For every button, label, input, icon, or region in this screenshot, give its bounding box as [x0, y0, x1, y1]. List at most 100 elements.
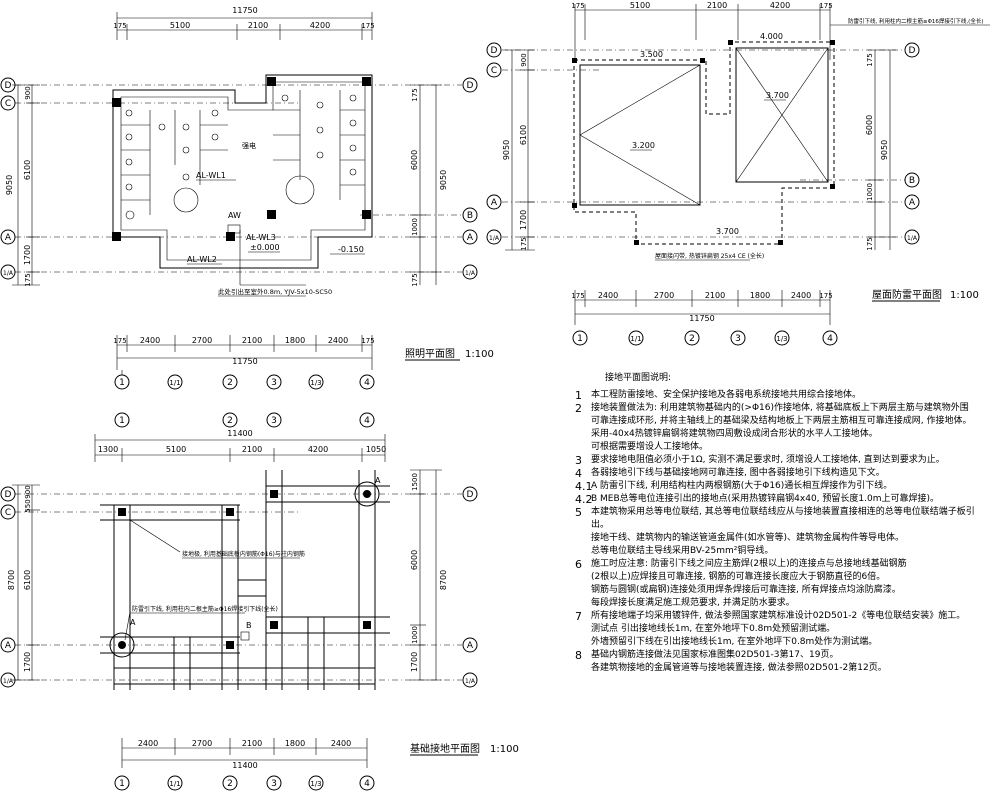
note-text: 钢筋与圆钢(或扁钢)连接处须用焊条焊接后可靠连接, 所有焊接点均涂防腐漆。 — [591, 585, 901, 595]
note-number: 7 — [575, 610, 582, 623]
roof-bottom-dim: 2400 — [598, 291, 618, 300]
note-text: 要求接地电阻值必须小于1Ω, 实测不满足要求时, 须增设人工接地体, 直到达到要… — [591, 455, 945, 465]
axis-label-c: C — [491, 66, 497, 76]
roof-note-top: 防雷引下线, 利用柱内二根主筋≥Φ16焊接引下线,(全长) — [848, 17, 983, 25]
note-row: 可靠连接成环形, 并将主轴线上的基础梁及结构地板上下两层主筋相互可靠连接成网, … — [575, 415, 990, 428]
axis-label-1: 1 — [119, 779, 125, 789]
note-number: 8 — [575, 649, 582, 662]
roof-left-dim: 6100 — [519, 125, 528, 145]
lighting-bottom-dim: 175 — [361, 337, 374, 345]
grounding-bottom-dim: 2100 — [242, 739, 262, 748]
axis-label-d: D — [467, 490, 474, 500]
note-text: 各弱接地引下线与基础接地网可靠连接, 图中各弱接地引下线构造见下文。 — [591, 468, 885, 478]
grounding-note: 接地极, 利用基础底板内钢筋(Φ16)与柱内钢筋 — [182, 550, 305, 558]
roof-total-width: 11750 — [689, 314, 714, 323]
note-number — [575, 441, 591, 454]
note-number — [575, 428, 591, 441]
grounding-right-dim: 1500 — [411, 473, 419, 491]
axis-label-d: D — [5, 490, 12, 500]
axis-label-d: D — [491, 46, 498, 56]
roof-elevation: 4.000 — [760, 32, 783, 41]
panel-label: AL-WL3 — [246, 233, 276, 242]
roof-bottom-dim: 175 — [571, 292, 584, 300]
lighting-right-dim: 6000 — [410, 150, 419, 170]
grounding-bottom-dim: 2700 — [192, 739, 212, 748]
note-row: 钢筋与圆钢(或扁钢)连接处须用焊条焊接后可靠连接, 所有焊接点均涂防腐漆。 — [575, 584, 990, 597]
note-number — [575, 545, 591, 558]
axis-label-1: 1 — [119, 416, 125, 426]
grounding-total-width: 11400 — [232, 761, 257, 770]
lighting-top-dim: 2100 — [248, 21, 268, 30]
lighting-plan: 11750 175 5100 2100 4200 175 9050 900 61… — [0, 6, 494, 390]
note-text: 基础内钢筋连接做法见国家标准图集02D501-3第17、19页。 — [591, 650, 839, 660]
grounding-bottom-dim: 2400 — [138, 739, 158, 748]
lighting-left-dim: 6100 — [23, 160, 32, 180]
note-number — [575, 597, 591, 610]
note-number — [575, 584, 591, 597]
axis-label-4: 4 — [364, 378, 370, 388]
roof-elevation: 3.200 — [632, 141, 655, 150]
note-row: 6 施工时应注意: 防雷引下线之间应主筋焊(2根以上)的连接点与总接地线基础钢筋 — [575, 558, 990, 571]
roof-elevation: 3.700 — [716, 227, 739, 236]
lighting-plan-scale: 1:100 — [465, 349, 494, 360]
note-text: 施工时应注意: 防雷引下线之间应主筋焊(2根以上)的连接点与总接地线基础钢筋 — [591, 559, 907, 569]
lighting-top-dim: 175 — [361, 22, 374, 30]
grounding-top-dim: 1300 — [98, 445, 118, 454]
lighting-right-dim: 1000 — [411, 218, 419, 236]
axis-label-1: 1 — [119, 378, 125, 388]
grounding-point-label: A — [375, 476, 381, 485]
axis-label-1-3: 1/3 — [310, 780, 321, 788]
note-text: 本建筑物采用总等电位联结, 其总等电位联结线应从与接地装置直接相连的总等电位联结… — [591, 507, 975, 530]
grounding-note: 防雷引下线, 利用柱内二根主筋≥Φ16焊接引下线(全长) — [132, 605, 278, 613]
axis-label-a: A — [467, 233, 474, 243]
note-text: B MEB总等电位连接引出的接地点(采用热镀锌扁钢4x40, 预留长度1.0m上… — [591, 494, 939, 504]
aw-label: AW — [228, 211, 241, 220]
note-text: 测试点 引出接地线长1m, 在室外地坪下0.8m处预留测试端。 — [591, 624, 836, 634]
grounding-left-dim: 1700 — [23, 652, 32, 672]
axis-label-a: A — [5, 641, 12, 651]
note-row: 各建筑物接地的金属管道等与接地装置连接, 做法参照02D501-2第12页。 — [575, 662, 990, 675]
axis-label-a: A — [491, 198, 498, 208]
roof-left-dim: 175 — [520, 237, 528, 250]
note-number: 5 — [575, 506, 582, 519]
note-number: 6 — [575, 558, 582, 571]
axis-label-1a: 1/A — [465, 678, 476, 685]
lighting-right-dim: 175 — [411, 273, 419, 286]
roof-bottom-dim: 2700 — [654, 291, 674, 300]
note-number — [575, 532, 591, 545]
lighting-left-total: 9050 — [5, 175, 14, 195]
grounding-bottom-dim: 2400 — [331, 739, 351, 748]
axis-label-1a: 1/A — [3, 270, 14, 277]
lighting-total-width: 11750 — [232, 6, 257, 15]
note-text: 各建筑物接地的金属管道等与接地装置连接, 做法参照02D501-2第12页。 — [591, 663, 887, 673]
note-number — [575, 636, 591, 649]
note-row: 可根据需要增设人工接地体。 — [575, 441, 990, 454]
roof-plan-title: 屋面防雷平面图 — [872, 288, 942, 301]
note-number: 4.1 — [575, 480, 593, 493]
level-label: ±0.000 — [250, 243, 280, 252]
note-number — [575, 571, 591, 584]
grounding-right-dim: 1700 — [410, 652, 419, 672]
lighting-left-dim: 1700 — [23, 245, 32, 265]
grounding-top-dim: 2100 — [242, 445, 262, 454]
grounding-right-dim: 6000 — [410, 550, 419, 570]
note-row: 8 基础内钢筋连接做法见国家标准图集02D501-3第17、19页。 — [575, 649, 990, 662]
axis-label-4: 4 — [364, 779, 370, 789]
grounding-plan-title: 基础接地平面图 — [410, 742, 480, 755]
grounding-plan-scale: 1:100 — [490, 744, 519, 755]
panel-label: AL-WL1 — [196, 171, 226, 180]
note-row: 测试点 引出接地线长1m, 在室外地坪下0.8m处预留测试端。 — [575, 623, 990, 636]
lighting-top-dim: 5100 — [170, 21, 190, 30]
axis-label-b: B — [909, 176, 915, 186]
roof-bottom-dim: 175 — [819, 292, 832, 300]
axis-label-1a: 1/A — [465, 270, 476, 277]
axis-label-2: 2 — [689, 334, 695, 344]
roof-top-dim: 4200 — [770, 1, 790, 10]
notes-title: 接地平面图说明: — [605, 373, 672, 383]
roof-left-total: 9050 — [502, 140, 511, 160]
